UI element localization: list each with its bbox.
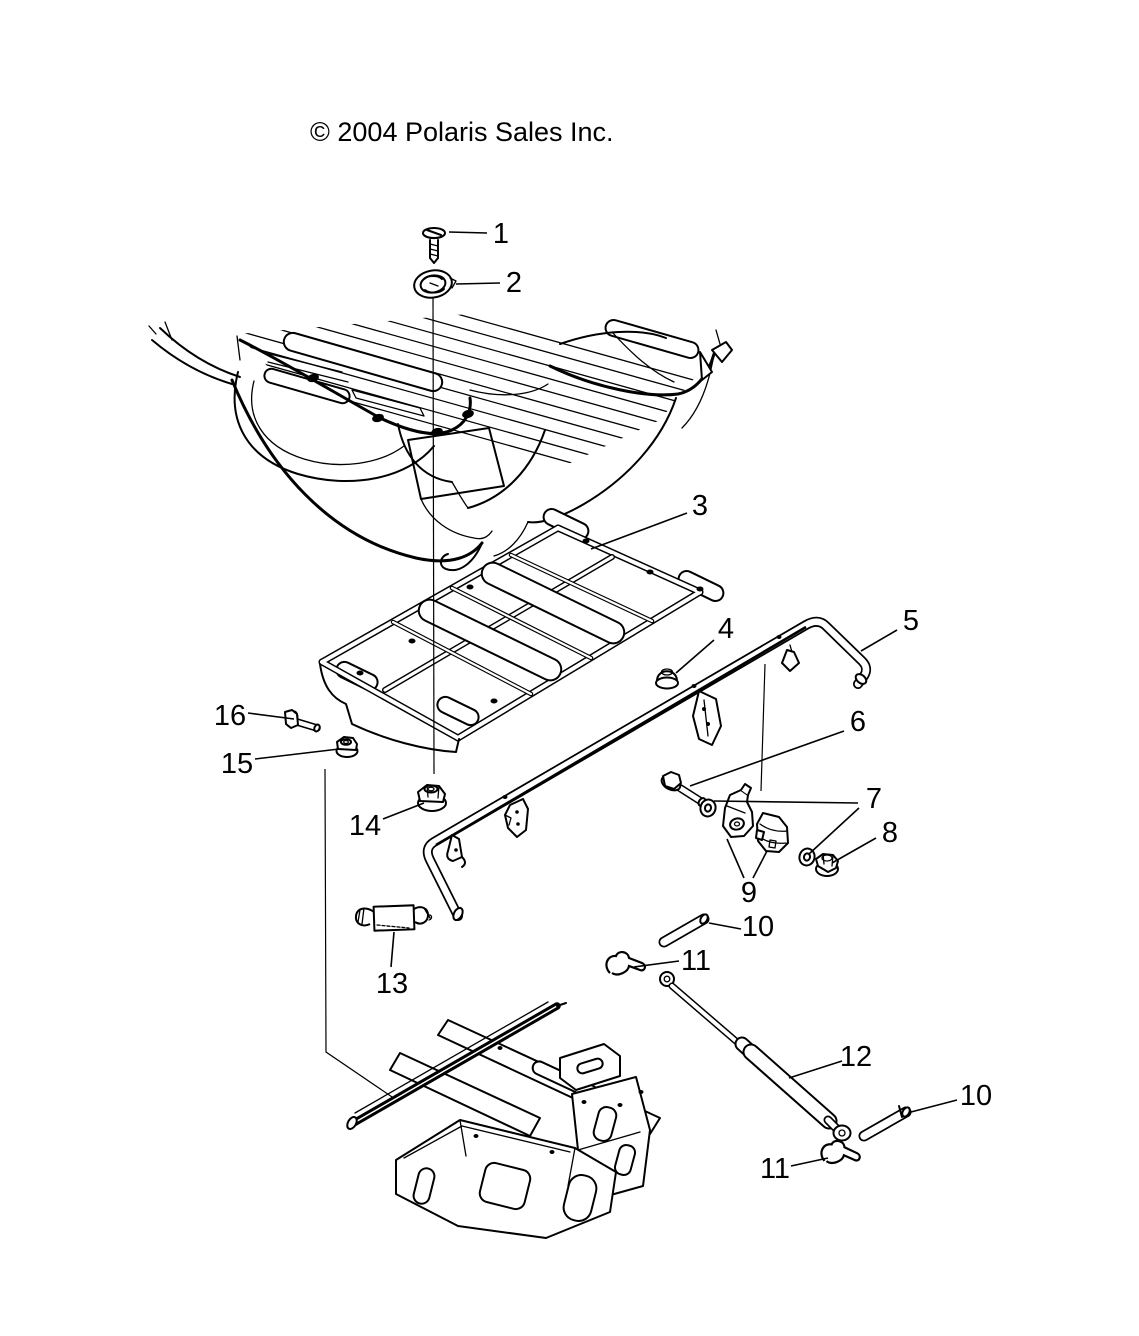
seat-opening bbox=[407, 427, 505, 500]
fender-bottom-sweep bbox=[230, 378, 484, 563]
callout-label-14: 14 bbox=[349, 810, 381, 842]
gas-spring-12 bbox=[659, 971, 852, 1142]
leader-line bbox=[708, 922, 742, 930]
leader-line bbox=[790, 1157, 829, 1167]
nut-15 bbox=[335, 736, 359, 758]
pin-10 bbox=[858, 1105, 912, 1142]
construction-lines bbox=[324, 295, 766, 1102]
bushing-9 bbox=[755, 812, 789, 853]
leader-line bbox=[448, 231, 488, 234]
bar-bracket bbox=[781, 649, 800, 672]
callout-label-9: 9 bbox=[741, 877, 757, 909]
leader-line bbox=[675, 639, 715, 674]
washer-7 bbox=[699, 798, 717, 818]
callout-label-16: 16 bbox=[214, 700, 246, 732]
callout-label-5: 5 bbox=[903, 605, 919, 637]
callout-label-4: 4 bbox=[718, 613, 734, 645]
rack-slat bbox=[480, 561, 626, 645]
leader-line bbox=[788, 1060, 843, 1079]
bracket-hole bbox=[613, 1144, 637, 1176]
bar-shading-edge bbox=[435, 625, 807, 847]
leader-line bbox=[808, 807, 860, 855]
leader-line bbox=[254, 748, 340, 760]
clamp-9 bbox=[722, 783, 754, 838]
rack-stub bbox=[436, 695, 480, 727]
mount-hole-dot bbox=[431, 427, 443, 437]
callout-label-10: 10 bbox=[742, 911, 774, 943]
rack-frame bbox=[318, 507, 725, 753]
leader-line bbox=[689, 730, 845, 787]
construction-line bbox=[760, 663, 766, 792]
callout-label-11: 11 bbox=[681, 945, 711, 977]
leader-line bbox=[860, 629, 898, 652]
floor-rail-left bbox=[282, 331, 444, 393]
callout-label-12: 12 bbox=[840, 1041, 872, 1073]
leader-line bbox=[382, 802, 425, 820]
floor-rail-lower bbox=[263, 367, 351, 405]
callout-label-7: 7 bbox=[866, 783, 882, 815]
bracket-hole bbox=[562, 1174, 598, 1222]
bolt-6 bbox=[660, 771, 707, 807]
mount-hole-dot bbox=[307, 373, 319, 383]
callout-label-8: 8 bbox=[882, 817, 898, 849]
bar-bracket bbox=[446, 834, 463, 862]
callout-label-1: 1 bbox=[493, 218, 509, 250]
bumper-4 bbox=[655, 668, 679, 690]
right-tail-tab bbox=[711, 341, 733, 363]
stabilizer-bar bbox=[422, 616, 872, 922]
leader-line bbox=[726, 838, 745, 879]
leader-line bbox=[752, 850, 768, 879]
callout-label-6: 6 bbox=[850, 706, 866, 738]
callout-label-15: 15 bbox=[221, 748, 253, 780]
bracket-hole bbox=[478, 1161, 532, 1211]
clip-11 bbox=[605, 950, 646, 976]
callout-label-2: 2 bbox=[506, 267, 522, 299]
cargo-floor-ribs bbox=[238, 306, 716, 468]
leader-line bbox=[590, 512, 688, 550]
mount-hole-dot bbox=[372, 413, 384, 423]
leader-line bbox=[910, 1099, 958, 1113]
bar-bracket bbox=[692, 690, 722, 746]
rack-front-skirt bbox=[319, 663, 460, 753]
hardware bbox=[284, 227, 912, 1166]
pin-10 bbox=[658, 913, 710, 948]
construction-line bbox=[432, 295, 435, 775]
leader-line bbox=[455, 282, 501, 285]
bracket-hole bbox=[592, 1106, 618, 1142]
construction-line bbox=[324, 768, 399, 1102]
nut-8 bbox=[815, 853, 839, 877]
callout-label-11: 11 bbox=[760, 1153, 790, 1185]
callout-label-10: 10 bbox=[960, 1080, 992, 1112]
clip-11 bbox=[819, 1138, 862, 1166]
leader-line bbox=[633, 960, 680, 968]
bar-bracket bbox=[504, 798, 529, 838]
retainer-2 bbox=[413, 269, 457, 299]
lower-frame bbox=[346, 1001, 661, 1239]
nut-14 bbox=[417, 784, 447, 812]
left-fender-arch bbox=[233, 371, 435, 483]
latch-13 bbox=[354, 904, 433, 932]
leader-line bbox=[713, 800, 859, 804]
mount-hole-dot bbox=[462, 409, 474, 419]
callout-label-13: 13 bbox=[376, 968, 408, 1000]
screw-1 bbox=[422, 227, 446, 264]
bolt-16 bbox=[284, 709, 321, 733]
leader-line bbox=[247, 712, 295, 720]
frame-channel bbox=[389, 1052, 541, 1137]
left-fender-lip bbox=[159, 327, 241, 378]
callout-label-3: 3 bbox=[692, 490, 708, 522]
bracket-hole bbox=[412, 1167, 436, 1205]
leader-line bbox=[831, 837, 877, 864]
leader-line bbox=[390, 931, 395, 968]
floor-rail-right bbox=[604, 318, 700, 360]
copyright-text: © 2004 Polaris Sales Inc. bbox=[310, 117, 614, 147]
rack-slat bbox=[417, 598, 563, 682]
